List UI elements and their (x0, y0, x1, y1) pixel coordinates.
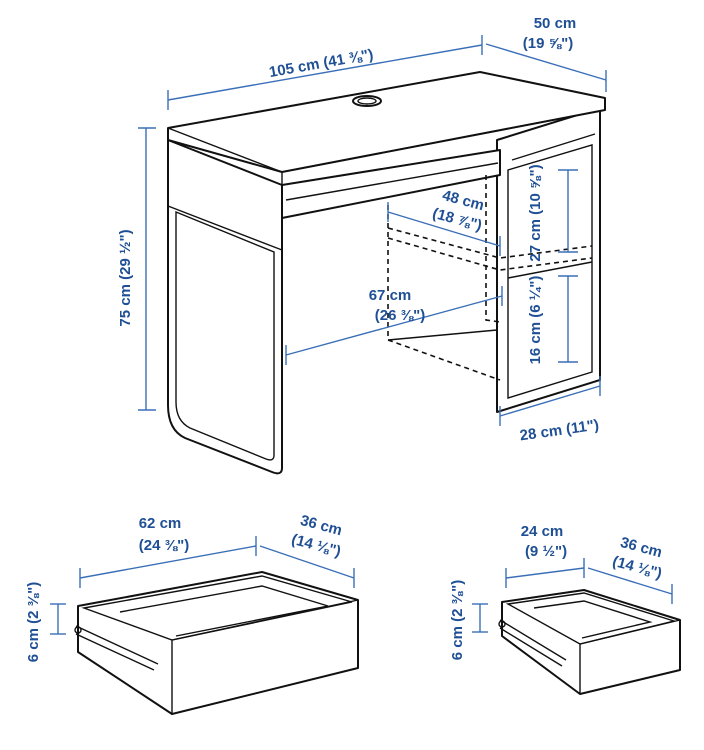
desk-dimension-lines (138, 35, 607, 426)
desk-cable-grommet-inner (357, 97, 377, 105)
desk-cabinet (496, 107, 601, 413)
large-drawer-runner (75, 625, 159, 671)
dim-cabinet-width (499, 385, 601, 417)
desk-cabinet-shelf (507, 261, 593, 279)
desk-drawer-front-right (511, 133, 596, 161)
small-drawer-inner-floor (533, 600, 653, 639)
large-drawer-runner-wheel (74, 626, 82, 634)
label-legroom-width-in: (26 ⅜") (375, 307, 425, 324)
dim-desk-depth (485, 43, 607, 81)
large-drawer-front-edge (171, 599, 359, 714)
label-desk-depth-in: (19 ⅝") (523, 35, 573, 52)
desk-cabinet-inner (507, 144, 593, 399)
label-large-drawer-width-in: (24 ⅜") (139, 537, 189, 554)
label-legroom-width: 67 cm (369, 287, 412, 304)
large-drawer-inner-floor (119, 585, 329, 637)
large-drawer-dimension-lines (50, 536, 355, 635)
label-small-drawer-width: 24 cm (521, 523, 564, 540)
label-lower-compartment: 16 cm (6 ¼") (527, 276, 544, 365)
desk-left-leg-inner (175, 210, 275, 461)
desk-left-leg (167, 139, 283, 475)
label-desk-depth: 50 cm (534, 15, 577, 32)
dim-large-drawer-depth (259, 545, 355, 579)
label-small-drawer-height: 6 cm (2 ⅜") (449, 580, 466, 660)
label-small-drawer-width-in: (9 ½") (525, 543, 567, 560)
small-drawer-runner-wheel (498, 620, 506, 628)
small-drawer-runner (499, 619, 567, 667)
small-drawer-front-edge (579, 619, 681, 694)
label-desk-width: 105 cm (41 ⅜") (268, 46, 375, 81)
desk-apron-edge (285, 162, 499, 201)
label-large-drawer-height: 6 cm (2 ⅜") (25, 582, 42, 662)
label-upper-compartment: 27 cm (10 ⅝") (527, 164, 544, 261)
label-desk-height: 75 cm (29 ½") (117, 229, 134, 326)
desk-hidden-divider (485, 175, 501, 323)
dim-desk-width (167, 44, 483, 101)
dim-legroom-width (285, 295, 503, 356)
desk-left-leg-rail (167, 205, 283, 251)
dim-legroom-depth (387, 211, 501, 247)
small-drawer-dimension-lines (472, 558, 673, 633)
desk-hidden-shelf-top (387, 227, 593, 259)
small-drawer-drawing (498, 589, 681, 695)
desk-drawing (167, 71, 606, 475)
label-cabinet-width: 28 cm (11") (519, 417, 600, 445)
desk-hidden-shelf-bottom (387, 237, 593, 271)
label-large-drawer-width: 62 cm (139, 515, 182, 532)
dim-small-drawer-depth (587, 567, 673, 595)
dim-small-drawer-width (505, 567, 585, 579)
desk-apron (281, 149, 501, 219)
large-drawer-drawing (74, 571, 359, 715)
large-drawer-body (77, 571, 359, 715)
desk-hidden-floor (387, 329, 498, 341)
dim-large-drawer-width (79, 545, 257, 579)
